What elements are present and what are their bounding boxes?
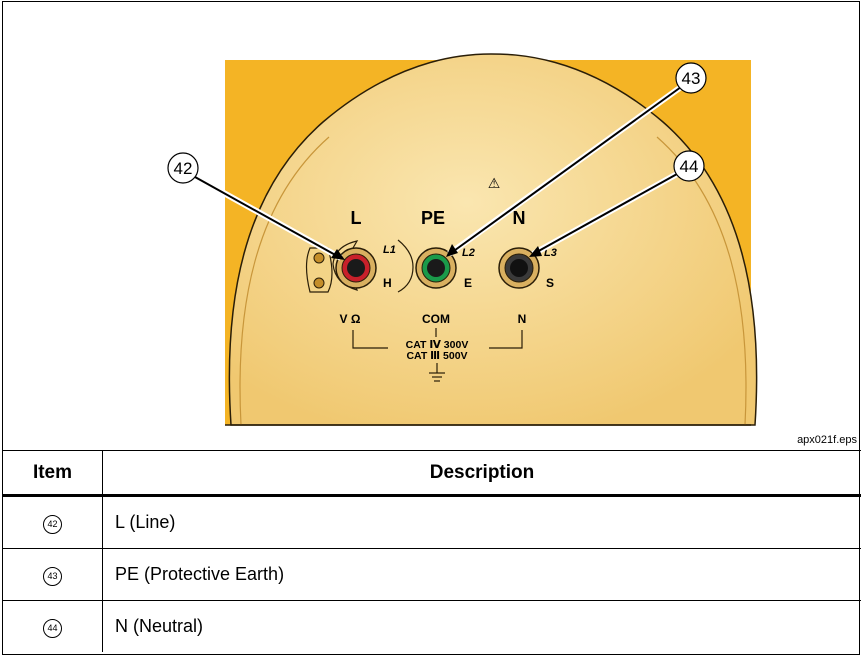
small-jack-upper xyxy=(313,252,325,264)
ground-icon xyxy=(429,363,445,382)
svg-text:L3: L3 xyxy=(544,247,557,259)
callout-44: 44 xyxy=(529,150,705,257)
terminal-PE: PE L2 E COM xyxy=(415,208,475,326)
item-table: Item Description 42 L (Line) 43 PE (Prot… xyxy=(3,450,861,652)
figure-caption: apx021f.eps xyxy=(797,434,857,446)
svg-text:COM: COM xyxy=(422,312,450,326)
row-description: PE (Protective Earth) xyxy=(102,548,861,601)
table-header-row: Item Description xyxy=(3,450,861,497)
row-description: N (Neutral) xyxy=(102,600,861,652)
terminal-N: N L3 S N xyxy=(498,208,557,326)
warning-icon: ⚠ xyxy=(488,175,501,191)
svg-text:42: 42 xyxy=(174,159,193,178)
svg-text:44: 44 xyxy=(680,157,699,176)
jack-hole-L xyxy=(347,259,365,277)
cat-rating-line1: CAT Ⅳ 300V xyxy=(406,339,469,351)
svg-text:N: N xyxy=(513,208,526,228)
svg-text:L2: L2 xyxy=(462,247,475,259)
header-item: Item xyxy=(3,450,103,497)
jack-hole-N xyxy=(510,259,528,277)
svg-text:PE: PE xyxy=(421,208,445,228)
terminal-diagram: ⚠ L L1 H V Ω PE L2 E COM xyxy=(167,53,758,426)
small-jack-lower xyxy=(313,277,325,289)
item-number-badge: 43 xyxy=(43,567,62,586)
bracket-line xyxy=(352,330,523,349)
item-number-badge: 42 xyxy=(43,515,62,534)
cat-rating-line2: CAT Ⅲ 500V xyxy=(406,350,467,362)
svg-text:H: H xyxy=(383,276,392,290)
svg-text:43: 43 xyxy=(682,69,701,88)
table-row: 44 N (Neutral) xyxy=(3,600,861,652)
row-description: L (Line) xyxy=(102,495,861,549)
svg-text:E: E xyxy=(464,276,472,290)
callout-43: 43 xyxy=(446,62,707,257)
svg-text:N: N xyxy=(518,312,527,326)
callout-42: 42 xyxy=(167,152,345,261)
svg-text:L1: L1 xyxy=(383,244,396,256)
svg-text:S: S xyxy=(546,276,554,290)
terminal-L: L L1 H V Ω xyxy=(335,208,396,326)
terminal-figure: ⚠ L L1 H V Ω PE L2 E COM xyxy=(3,2,861,450)
svg-text:L: L xyxy=(351,208,362,228)
jack-hole-PE xyxy=(427,259,445,277)
header-description: Description xyxy=(102,450,861,497)
table-row: 42 L (Line) xyxy=(3,495,861,549)
meter-body xyxy=(228,53,758,426)
table-row: 43 PE (Protective Earth) xyxy=(3,548,861,601)
item-number-badge: 44 xyxy=(43,619,62,638)
svg-text:V Ω: V Ω xyxy=(340,312,361,326)
